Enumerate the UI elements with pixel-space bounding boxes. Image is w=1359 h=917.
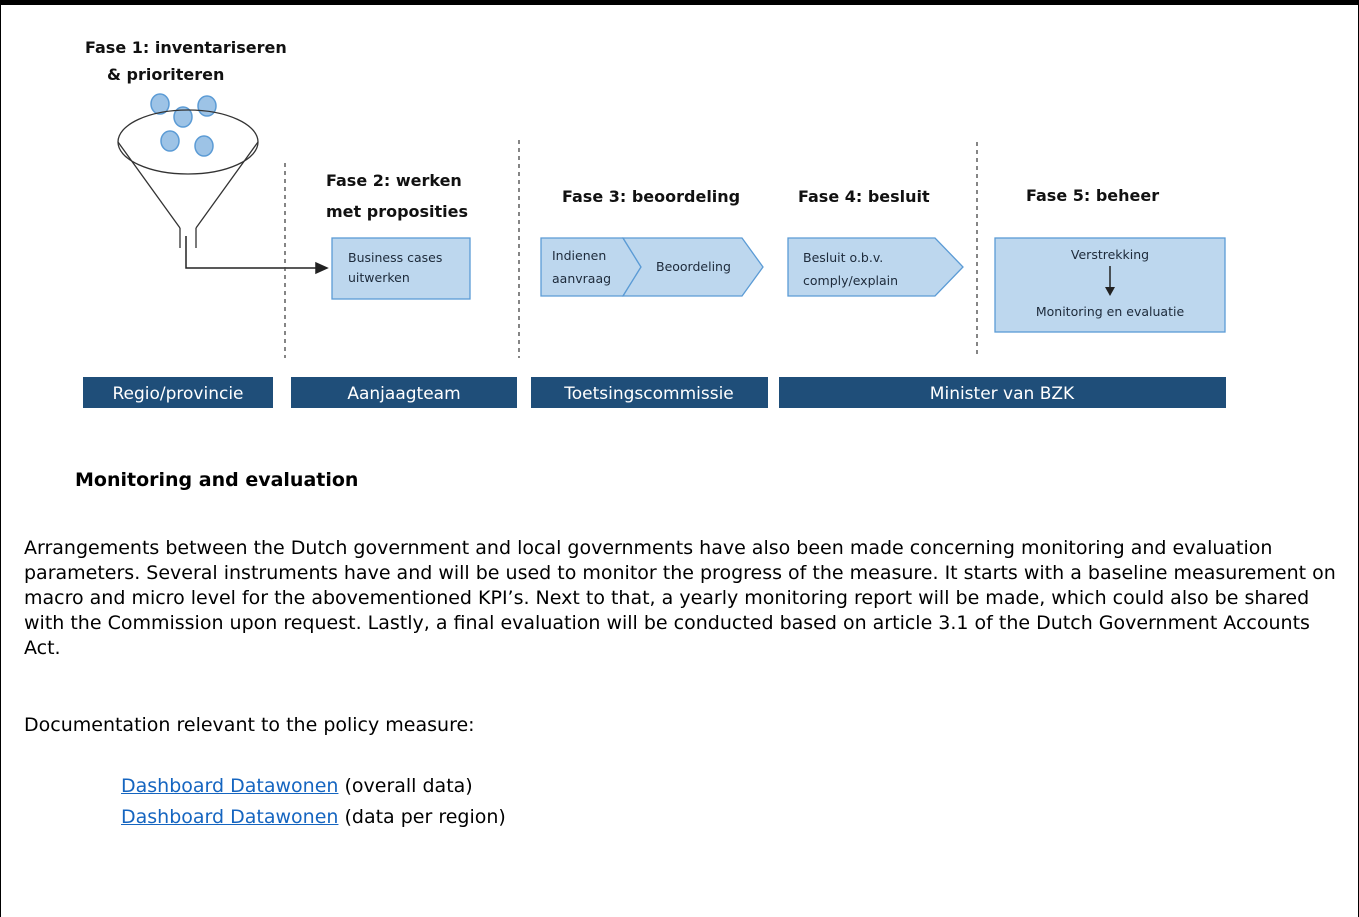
funnel-icon: [117, 109, 259, 248]
down-arrow-icon: [1105, 266, 1115, 296]
band-minister-label: Minister van BZK: [930, 384, 1075, 404]
besluit-line2: comply/explain: [803, 273, 898, 288]
funnel-balls-icon: [150, 93, 217, 157]
phase-dividers: [284, 140, 978, 358]
flow-arrow: [185, 236, 329, 275]
section-heading: Monitoring and evaluation: [75, 469, 359, 491]
doc-link-row-2: Dashboard Datawonen (data per region): [121, 806, 506, 828]
band-aanjaagteam-label: Aanjaagteam: [347, 384, 460, 404]
beoordeling-label: Beoordeling: [656, 259, 731, 274]
band-minister: [779, 377, 1226, 408]
indienen-line1: Indienen: [552, 248, 606, 263]
band-toetsingscommissie: [531, 377, 768, 408]
link-suffix-region: (data per region): [338, 806, 506, 828]
besluit-chevron: [787, 237, 964, 297]
beoordeling-chevron: [621, 237, 764, 297]
band-regio-label: Regio/provincie: [112, 384, 243, 404]
besluit-line1: Besluit o.b.v.: [803, 250, 883, 265]
band-regio: [83, 377, 273, 408]
phase-3-title: Fase 3: beoordeling: [562, 187, 740, 206]
link-suffix-overall: (overall data): [338, 775, 473, 797]
doc-link-row-1: Dashboard Datawonen (overall data): [121, 775, 473, 797]
indienen-line2: aanvraag: [552, 271, 611, 286]
process-diagram: Fase 1: inventariseren & prioriteren Fas…: [83, 38, 1226, 408]
phase-5-title: Fase 5: beheer: [1026, 186, 1159, 205]
business-cases-line2: uitwerken: [348, 270, 410, 285]
phase-2-title-line1: Fase 2: werken: [326, 171, 462, 190]
business-cases-line1: Business cases: [348, 250, 442, 265]
verstrekking-label: Verstrekking: [1071, 247, 1149, 262]
phase-4-title: Fase 4: besluit: [798, 187, 930, 206]
body-paragraph: Arrangements between the Dutch governmen…: [24, 537, 1336, 659]
business-cases-box: [331, 237, 471, 300]
phase-2-title-line2: met proposities: [326, 202, 468, 221]
band-toetsingscommissie-label: Toetsingscommissie: [563, 384, 734, 404]
dashboard-link-overall[interactable]: Dashboard Datawonen: [121, 775, 339, 797]
dashboard-link-region[interactable]: Dashboard Datawonen: [121, 806, 339, 828]
phase-1-title-line2: & prioriteren: [107, 65, 224, 84]
documentation-intro: Documentation relevant to the policy mea…: [24, 714, 475, 736]
monitoring-label: Monitoring en evaluatie: [1036, 304, 1185, 319]
phase-1-title-line1: Fase 1: inventariseren: [85, 38, 287, 57]
indienen-chevron: [540, 237, 642, 297]
band-aanjaagteam: [291, 377, 517, 408]
